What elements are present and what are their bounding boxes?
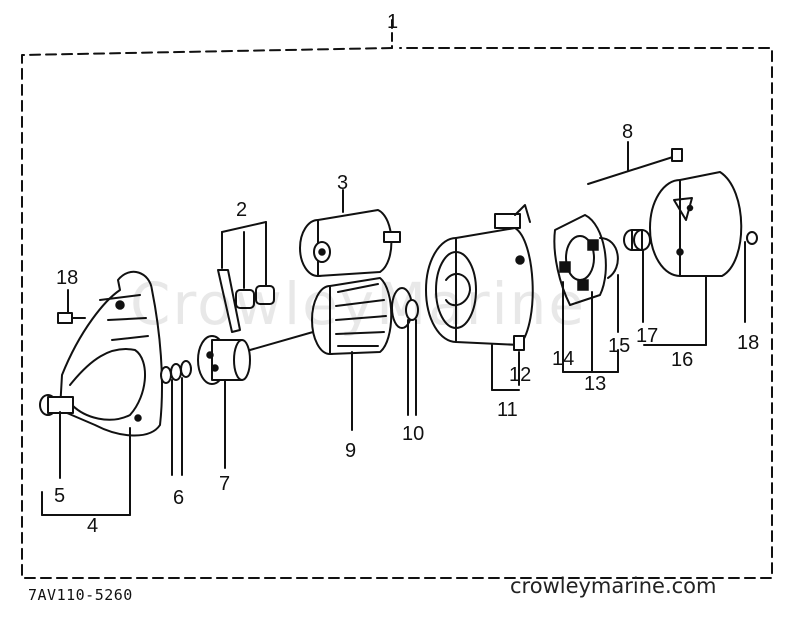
callout-2: 2 xyxy=(236,199,247,221)
armature xyxy=(249,277,413,431)
watermark: CrowleyMarine xyxy=(130,270,587,338)
callout-10: 10 xyxy=(402,423,424,445)
thrust-washer xyxy=(405,299,419,416)
callout-18-left: 18 xyxy=(56,267,78,289)
callout-assembly: 1 xyxy=(387,11,398,33)
callout-14: 14 xyxy=(552,348,574,370)
callout-18-right: 18 xyxy=(737,332,759,354)
through-bolt xyxy=(587,141,683,185)
solenoid-switch xyxy=(299,189,401,277)
callout-16: 16 xyxy=(671,349,693,371)
washers xyxy=(160,360,192,476)
callout-11: 11 xyxy=(497,399,518,421)
callout-3: 3 xyxy=(337,172,348,194)
reference-code: 7AV110-5260 xyxy=(28,586,133,604)
callout-8: 8 xyxy=(622,121,633,143)
assembly-boundary xyxy=(21,19,773,579)
bolt-left xyxy=(57,289,86,324)
pinion-clutch xyxy=(197,335,251,469)
bolt-right xyxy=(744,231,758,323)
rear-end-cover xyxy=(643,171,743,346)
callout-15: 15 xyxy=(608,335,630,357)
bushing xyxy=(623,229,651,323)
callout-6: 6 xyxy=(173,487,184,509)
website-label: crowleymarine.com xyxy=(510,574,717,598)
leader-lines-4-5 xyxy=(41,411,131,516)
brush-holder xyxy=(553,214,619,373)
callout-13: 13 xyxy=(584,373,606,395)
callout-5: 5 xyxy=(54,485,65,507)
callout-4: 4 xyxy=(87,515,98,537)
yoke-field-frame xyxy=(425,204,534,391)
callout-7: 7 xyxy=(219,473,230,495)
callout-9: 9 xyxy=(345,440,356,462)
callout-12: 12 xyxy=(509,364,531,386)
lever-and-pads xyxy=(217,221,275,333)
callout-17: 17 xyxy=(636,325,658,347)
